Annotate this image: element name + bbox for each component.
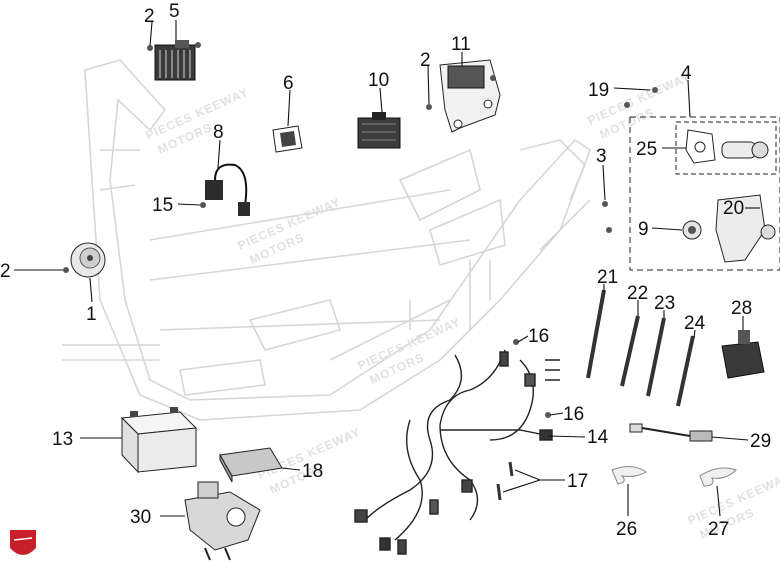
callout-29: 29	[750, 431, 771, 452]
part-carburetor	[184, 481, 261, 561]
callout-2: 2	[420, 50, 431, 71]
frame-outline	[62, 59, 591, 421]
callout-4: 4	[681, 63, 692, 84]
leader-lines	[14, 20, 760, 517]
part-battery	[120, 407, 198, 474]
callout-3: 3	[596, 146, 607, 167]
part-sensor	[629, 423, 713, 442]
part-lock-set	[602, 87, 780, 271]
callout-21: 21	[597, 267, 618, 288]
callout-18: 18	[302, 461, 323, 482]
part-relay	[721, 330, 765, 379]
part-pins	[496, 339, 551, 501]
part-horn	[63, 242, 106, 278]
callout-16: 16	[528, 326, 549, 347]
callout-14: 14	[587, 427, 609, 448]
callout-16: 16	[563, 404, 584, 425]
callout-17: 17	[567, 471, 588, 492]
callout-5: 5	[169, 1, 180, 22]
callout-30: 30	[130, 507, 151, 528]
callout-labels: 2 5 2 11 10 6 19 4 8 25 3 15 20 9 2 1 21…	[0, 1, 771, 540]
callout-13: 13	[52, 429, 73, 450]
part-ignition-coil	[200, 163, 250, 216]
part-connector	[272, 125, 303, 153]
callout-26: 26	[616, 519, 637, 540]
part-cdi	[357, 112, 401, 149]
callout-1: 1	[86, 304, 97, 325]
part-starter-relay	[426, 59, 501, 133]
part-rods	[586, 289, 695, 407]
callout-10: 10	[368, 70, 389, 91]
callout-27: 27	[708, 519, 729, 540]
callout-2: 2	[144, 6, 155, 27]
callout-15: 15	[152, 195, 173, 216]
brand-logo	[10, 530, 36, 555]
part-regulator	[147, 40, 201, 81]
callout-19: 19	[588, 80, 609, 101]
part-clips	[611, 466, 737, 487]
callout-6: 6	[283, 73, 294, 94]
callout-24: 24	[684, 313, 706, 334]
callout-8: 8	[213, 122, 224, 143]
callout-23: 23	[654, 293, 675, 314]
callout-20: 20	[723, 198, 744, 219]
callout-22: 22	[627, 283, 648, 304]
callout-11: 11	[451, 34, 471, 55]
callout-2: 2	[0, 261, 11, 282]
callout-9: 9	[638, 219, 649, 240]
part-wiring-harness	[354, 349, 560, 555]
callout-25: 25	[636, 139, 657, 160]
part-pad	[219, 447, 283, 483]
callout-28: 28	[731, 298, 752, 319]
